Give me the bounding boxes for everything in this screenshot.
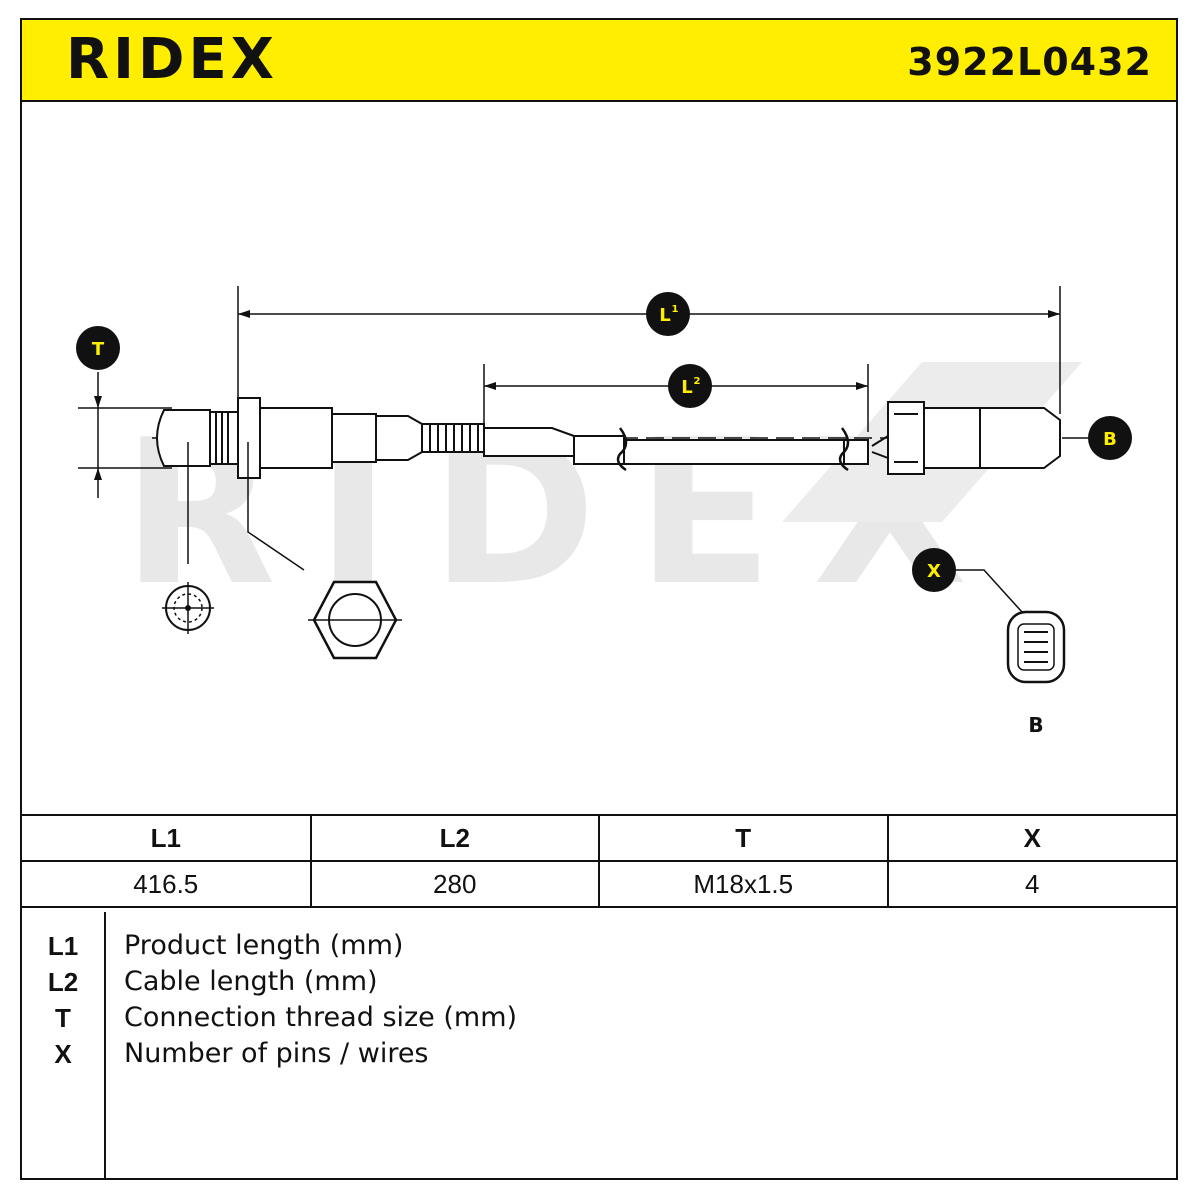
specs-value-cell: M18x1.5: [598, 860, 889, 908]
sensor-body: [156, 397, 869, 479]
legend-key: X: [54, 1039, 72, 1069]
specs-header-cell: L2: [309, 814, 600, 862]
callout-b: B: [1088, 416, 1132, 460]
legend: L1 Product length (mm) L2 Cable length (…: [22, 912, 1176, 1178]
specs-header-cell: L1: [22, 814, 312, 862]
sensor-housing: [259, 407, 333, 469]
specs-header-row: L1 L2 T X: [22, 814, 1176, 862]
tip-end-view: [162, 582, 214, 634]
specs-header-cell: T: [598, 814, 889, 862]
legend-divider: [104, 912, 106, 1178]
cable-section-1: [483, 427, 575, 457]
sensor-hex: [237, 397, 261, 479]
datasheet-frame: RIDEX 3922L0432 RIDEX: [20, 18, 1178, 1180]
specs-table: L1 L2 T X 416.5 280 M18x1.5 4: [22, 814, 1176, 908]
connector-body: [871, 401, 1061, 475]
legend-description: Product length (mm): [124, 930, 404, 961]
legend-row: X Number of pins / wires: [22, 1036, 1176, 1072]
legend-row: L2 Cable length (mm): [22, 964, 1176, 1000]
cable-break-left: [616, 427, 628, 472]
svg-text:L: L: [681, 377, 692, 398]
specs-value-cell: 280: [309, 860, 600, 908]
specs-value-cell: 416.5: [22, 860, 312, 908]
svg-text:X: X: [927, 561, 941, 582]
t-arrow-bottom: [94, 468, 102, 480]
legend-row: T Connection thread size (mm): [22, 1000, 1176, 1036]
cable-section-2: [573, 435, 625, 465]
legend-description: Cable length (mm): [124, 966, 378, 997]
callout-l1: L 1: [646, 292, 690, 336]
l2-arrow-left: [484, 382, 496, 390]
svg-text:B: B: [1103, 429, 1117, 450]
sensor-tip: [156, 409, 211, 467]
brand-logo: RIDEX: [42, 20, 342, 100]
svg-text:T: T: [92, 339, 105, 360]
sensor-sleeve: [331, 413, 377, 463]
brand-logo-text: RIDEX: [66, 27, 278, 92]
header-bar: RIDEX 3922L0432: [22, 20, 1176, 102]
legend-description: Connection thread size (mm): [124, 1002, 518, 1033]
legend-description: Number of pins / wires: [124, 1038, 429, 1069]
legend-key: L2: [47, 967, 79, 997]
callout-l2: L 2: [668, 364, 712, 408]
cable-break-right: [838, 427, 850, 472]
l1-arrow-left: [238, 310, 250, 318]
legend-key: L1: [47, 931, 79, 961]
sensor-drawing-svg: RIDEX: [76, 286, 1132, 737]
leader-hex-view: [247, 442, 305, 571]
connector-head: [979, 407, 1061, 469]
connector-collar: [887, 401, 925, 475]
callout-t: T: [76, 326, 120, 370]
t-arrow-top: [94, 396, 102, 408]
svg-text:1: 1: [672, 304, 679, 315]
legend-row: L1 Product length (mm): [22, 928, 1176, 964]
specs-header-cell: X: [886, 814, 1176, 862]
l1-arrow-right: [1048, 310, 1060, 318]
legend-key: T: [55, 1003, 71, 1033]
sensor-thread: [209, 411, 239, 465]
connector-face-view: [954, 569, 1066, 684]
svg-text:L: L: [659, 305, 670, 326]
part-number: 3922L0432: [907, 40, 1152, 84]
callout-x: X: [912, 548, 956, 592]
connector-face-label: B: [1028, 713, 1043, 737]
l2-arrow-right: [856, 382, 868, 390]
connector-housing: [923, 407, 981, 469]
specs-value-row: 416.5 280 M18x1.5 4: [22, 860, 1176, 908]
specs-value-cell: 4: [886, 860, 1176, 908]
cable-section-3: [623, 439, 845, 465]
svg-text:2: 2: [694, 376, 701, 387]
sensor-grommet: [375, 415, 423, 461]
hex-end-view: [308, 580, 402, 660]
technical-drawing: RIDEX: [22, 102, 1176, 814]
